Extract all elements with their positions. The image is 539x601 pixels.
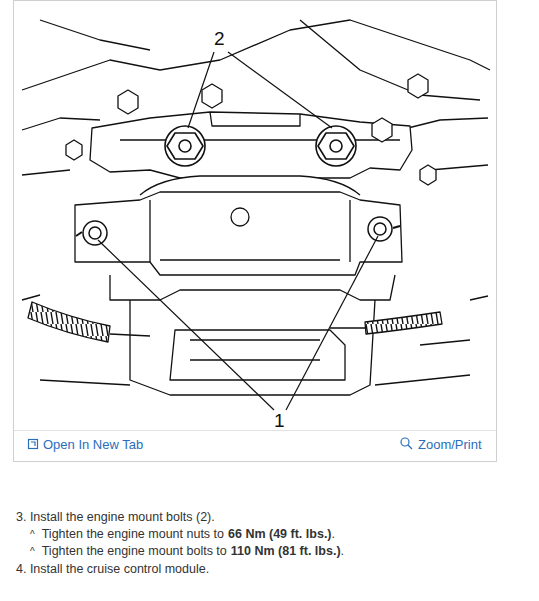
text-line: ^ Tighten the engine mount nuts to 66 Nm (… xyxy=(30,527,335,541)
text-line: 4. Install the cruise control module. xyxy=(16,562,209,576)
link-text: Zoom/Print xyxy=(418,437,482,452)
torque-value: 66 Nm (49 ft. lbs.) xyxy=(228,527,332,541)
instruction-text: Tighten the engine mount bolts to xyxy=(42,544,227,558)
callout-number: 2 xyxy=(214,28,225,50)
step-text: 4. Install the cruise control module. xyxy=(16,562,209,576)
instruction-text: . xyxy=(332,527,335,541)
instruction-text: . xyxy=(341,544,344,558)
bullet-mark: ^ xyxy=(30,546,35,557)
bullet-mark: ^ xyxy=(30,529,35,540)
text-line: ^ Tighten the engine mount bolts to 110 Nm… xyxy=(30,544,344,558)
text-line: 3. Install the engine mount bolts (2). xyxy=(16,510,215,524)
instruction-text: Tighten the engine mount nuts to xyxy=(42,527,224,541)
torque-value: 110 Nm (81 ft. lbs.) xyxy=(231,544,341,558)
step-text: 3. Install the engine mount bolts (2). xyxy=(16,510,215,524)
link-text: Open In New Tab xyxy=(43,437,143,452)
callout-number: 1 xyxy=(274,410,285,432)
